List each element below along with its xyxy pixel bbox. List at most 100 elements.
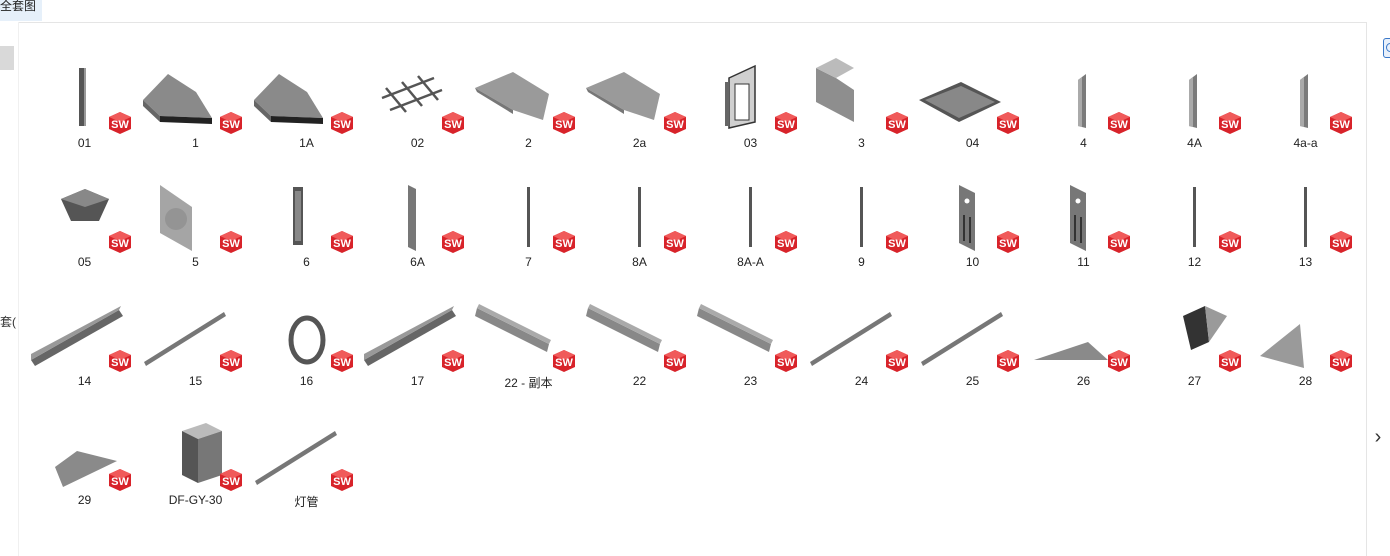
solidworks-icon: SW <box>109 350 131 372</box>
svg-text:SW: SW <box>222 119 240 131</box>
solidworks-icon: SW <box>109 469 131 491</box>
file-name: 28 <box>1298 374 1313 388</box>
file-item[interactable]: SW 29 <box>29 397 140 516</box>
file-name: 12 <box>1187 255 1202 269</box>
svg-text:SW: SW <box>999 238 1017 250</box>
file-name: 3 <box>858 136 865 150</box>
file-name: 27 <box>1187 374 1202 388</box>
part-thumbnail <box>725 64 756 129</box>
svg-text:SW: SW <box>1221 238 1239 250</box>
part-thumbnail <box>182 423 222 483</box>
part-thumbnail <box>921 312 1003 366</box>
file-name: 01 <box>77 136 92 150</box>
file-item[interactable]: SW 8A-A <box>695 159 806 278</box>
solidworks-icon: SW <box>997 350 1019 372</box>
file-item[interactable]: SW 12 <box>1139 159 1250 278</box>
solidworks-icon: SW <box>442 231 464 253</box>
file-name: 22 <box>632 374 647 388</box>
file-item[interactable]: SW 11 <box>1028 159 1139 278</box>
part-thumbnail <box>1078 74 1086 128</box>
svg-text:SW: SW <box>333 357 351 369</box>
svg-text:SW: SW <box>222 357 240 369</box>
tab-full-set[interactable]: 全套图 <box>0 0 43 21</box>
part-thumbnail <box>1193 187 1196 247</box>
solidworks-icon: SW <box>1219 231 1241 253</box>
solidworks-icon: SW <box>775 350 797 372</box>
solidworks-icon: SW <box>1108 231 1130 253</box>
part-thumbnail <box>749 187 752 247</box>
file-name: 8A-A <box>737 255 764 269</box>
part-thumbnail <box>288 315 326 365</box>
file-item[interactable]: SW 1 <box>140 40 251 159</box>
file-item[interactable]: SW 6A <box>362 159 473 278</box>
nav-selected-item[interactable] <box>0 46 14 70</box>
file-name: 1 <box>192 136 199 150</box>
file-item[interactable]: SW 28 <box>1250 278 1361 397</box>
solidworks-icon: SW <box>553 112 575 134</box>
file-name: 11 <box>1077 255 1090 269</box>
part-thumbnail <box>475 304 551 352</box>
file-name: 29 <box>77 493 92 507</box>
solidworks-icon: SW <box>1330 350 1352 372</box>
chevron-right-icon[interactable]: › <box>1374 426 1382 448</box>
part-thumbnail <box>1260 324 1304 368</box>
solidworks-icon: SW <box>220 231 242 253</box>
right-scroll-rail[interactable] <box>1366 22 1390 556</box>
part-thumbnail <box>408 185 416 251</box>
svg-text:SW: SW <box>444 119 462 131</box>
svg-text:SW: SW <box>333 476 351 488</box>
file-name: 4a-a <box>1293 136 1318 150</box>
solidworks-icon: SW <box>553 231 575 253</box>
solidworks-icon: SW <box>331 350 353 372</box>
part-thumbnail <box>364 306 456 366</box>
file-name: 26 <box>1076 374 1091 388</box>
file-name: 6A <box>410 255 425 269</box>
file-name: 6 <box>303 255 310 269</box>
svg-text:SW: SW <box>222 476 240 488</box>
svg-text:SW: SW <box>888 357 906 369</box>
part-thumbnail <box>31 306 123 366</box>
part-thumbnail <box>1300 74 1308 128</box>
part-thumbnail <box>61 189 109 221</box>
part-thumbnail <box>810 312 892 366</box>
svg-text:SW: SW <box>111 238 129 250</box>
svg-text:SW: SW <box>1221 119 1239 131</box>
nav-item-partial-label[interactable]: 套( <box>0 315 16 329</box>
solidworks-icon: SW <box>331 112 353 134</box>
navigation-pane[interactable] <box>0 22 19 556</box>
solidworks-icon: SW <box>775 231 797 253</box>
part-thumbnail <box>816 58 854 122</box>
